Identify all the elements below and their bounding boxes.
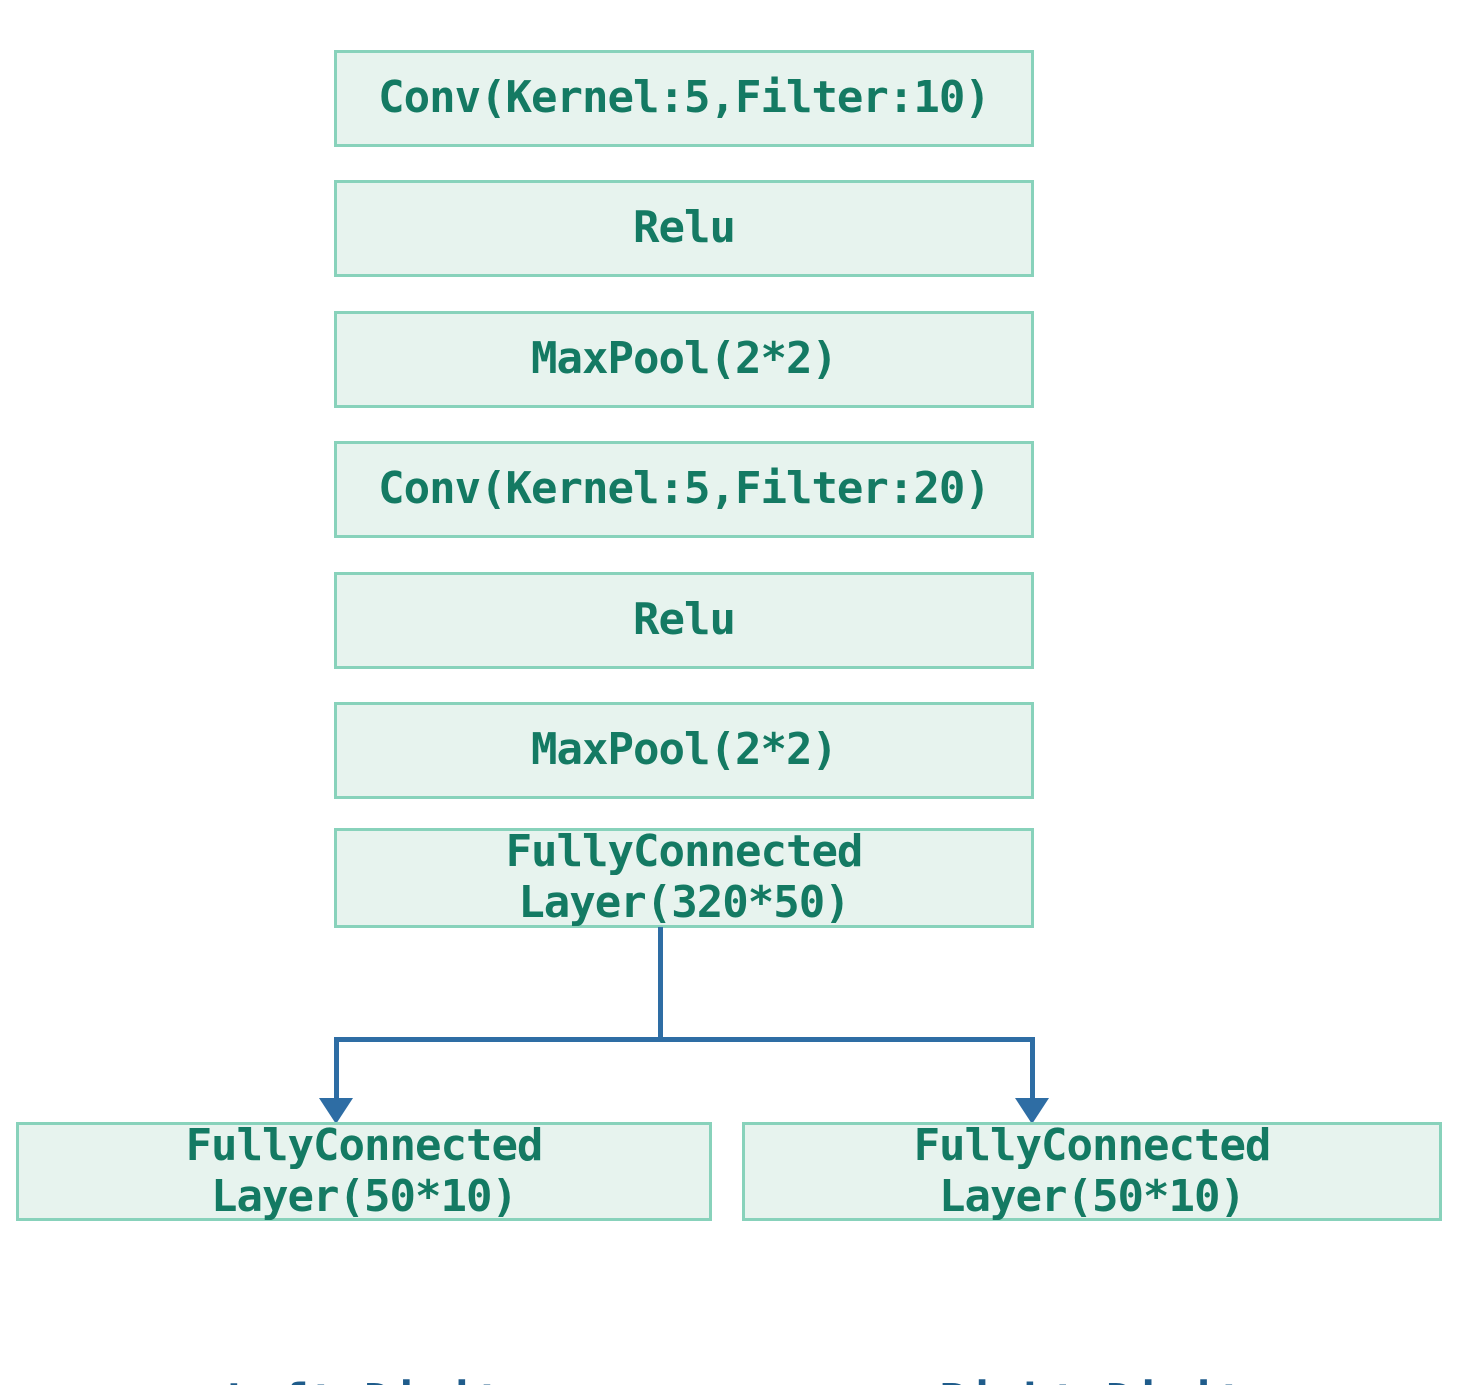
node-relu2-label: Relu [633,594,736,646]
node-relu1-label: Relu [633,202,736,254]
caption-right-digit: Right Digit (10 class) [742,1258,1442,1385]
node-maxpool1-label: MaxPool(2*2) [531,333,838,385]
node-fc1-label-line2: Layer(320*50) [518,877,850,928]
node-fc-right-label-line2: Layer(50*10) [939,1170,1246,1222]
node-fc-left-label-line2: Layer(50*10) [211,1170,518,1222]
node-fully-connected-320x50: FullyConnected Layer(320*50) [334,826,1034,928]
node-conv2: Conv(Kernel:5,Filter:20) [334,441,1034,538]
node-maxpool2: MaxPool(2*2) [334,702,1034,799]
node-maxpool2-label: MaxPool(2*2) [531,724,838,776]
caption-left-digit-line1: Left Digit [16,1373,712,1385]
caption-right-digit-line1: Right Digit [742,1373,1442,1385]
node-conv2-label: Conv(Kernel:5,Filter:20) [378,463,991,515]
node-fc-right-label-line1: FullyConnected [913,1119,1272,1171]
edge-horizontal-bus [334,1037,1035,1042]
node-relu1: Relu [334,180,1034,277]
node-conv1-label: Conv(Kernel:5,Filter:10) [378,72,991,124]
arrow-down-icon-left [319,1098,353,1124]
node-conv1: Conv(Kernel:5,Filter:10) [334,50,1034,147]
node-maxpool1: MaxPool(2*2) [334,311,1034,408]
node-fc1-label-line1: FullyConnected [505,826,864,878]
edge-trunk-from-fc1 [658,927,663,1041]
node-relu2: Relu [334,572,1034,669]
caption-left-digit: Left Digit (10 class) [16,1258,712,1385]
arrow-down-icon-right [1015,1098,1049,1124]
edge-drop-to-right-head [1030,1037,1035,1105]
node-fully-connected-left-50x10: FullyConnected Layer(50*10) [16,1119,712,1222]
node-fully-connected-right-50x10: FullyConnected Layer(50*10) [742,1119,1442,1222]
node-fc-left-label-line1: FullyConnected [185,1119,544,1171]
edge-drop-to-left-head [334,1037,339,1105]
